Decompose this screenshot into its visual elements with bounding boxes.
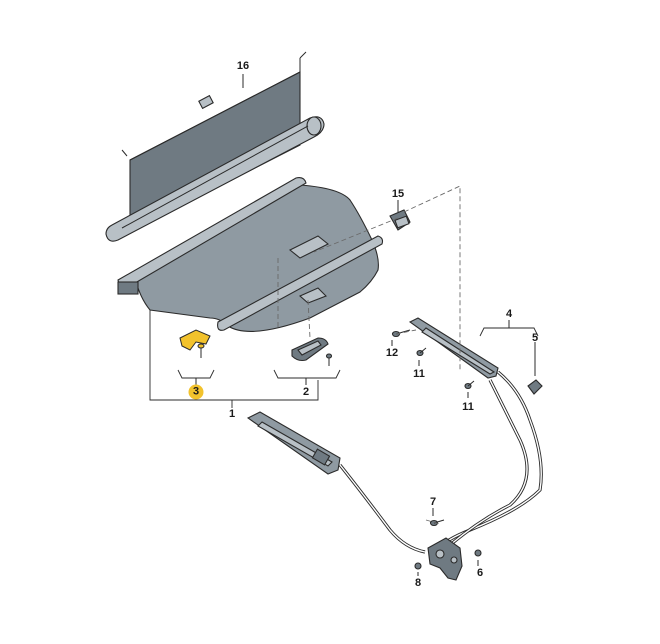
release-rail-part — [408, 317, 499, 379]
cover-panel-part — [117, 177, 384, 332]
label-11-lower: 11 — [462, 401, 474, 413]
label-5: 5 — [531, 332, 539, 344]
label-11-upper: 11 — [413, 368, 425, 380]
label-3: 3 — [188, 384, 204, 400]
screws — [391, 329, 482, 570]
callout-brackets — [149, 74, 539, 576]
label-12: 12 — [385, 347, 399, 359]
lock-actuator-part — [427, 537, 463, 581]
release-cables — [338, 370, 543, 554]
assembly-guides — [277, 185, 461, 525]
left-release-lever-part — [246, 411, 341, 475]
label-6: 6 — [476, 567, 484, 579]
label-15: 15 — [391, 188, 405, 200]
label-4: 4 — [505, 308, 513, 320]
clip-part — [389, 209, 411, 231]
bracket-part — [179, 329, 211, 358]
label-16: 16 — [236, 60, 250, 72]
cable-clip-part — [527, 379, 543, 395]
label-8: 8 — [414, 577, 422, 589]
label-7: 7 — [429, 496, 437, 508]
label-2: 2 — [302, 386, 310, 398]
handle-frame-part — [291, 337, 333, 366]
roller-blind-part — [105, 51, 325, 242]
label-1: 1 — [228, 408, 236, 420]
